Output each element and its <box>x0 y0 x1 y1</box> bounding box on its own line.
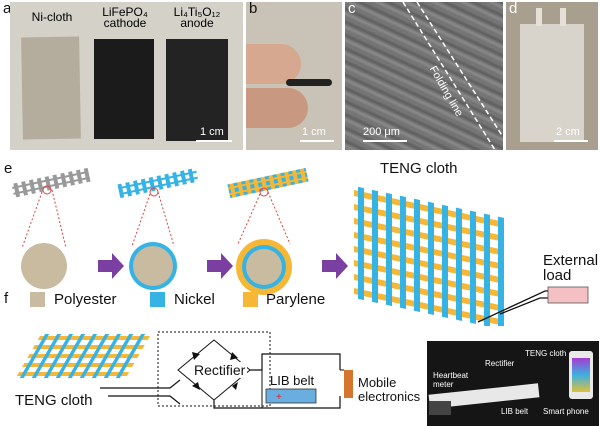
lib-belt-battery <box>265 388 317 404</box>
diode-symbol <box>232 382 238 390</box>
diode-symbol <box>192 382 200 390</box>
panel-f-photo: Heartbeat meter Rectifier TENG cloth LIB… <box>427 341 599 426</box>
panel-e-diagram <box>11 167 589 326</box>
panel-c-sem-image: c Folding line 200 μm <box>345 2 503 150</box>
zoom-marker <box>42 185 52 195</box>
pouch-cell <box>520 24 584 142</box>
pouch-tab-left <box>536 8 542 26</box>
rectifier-label: Rectifier <box>192 362 248 378</box>
panel-a-letter: a <box>3 0 12 17</box>
ni-cloth-sample <box>21 36 81 140</box>
nickel-legend-label: Nickel <box>174 291 215 308</box>
circuit-wire <box>108 395 181 405</box>
polyester-fiber-cross-section <box>21 243 67 289</box>
finger-top <box>246 44 301 84</box>
rectifier-photo-label: Rectifier <box>485 359 515 368</box>
panel-a-scale-bar <box>196 140 232 142</box>
mobile-electronics-label: Mobile electronics <box>358 375 421 404</box>
zoom-line <box>51 189 67 249</box>
parylene-legend-label: Parylene <box>266 291 326 308</box>
panel-b-letter: b <box>249 2 258 17</box>
process-arrow <box>322 253 348 279</box>
process-arrow <box>98 253 124 279</box>
zoom-line <box>267 191 291 245</box>
finger-bottom <box>246 88 308 128</box>
panel-b-scale-label: 1 cm <box>302 126 326 138</box>
anode-label: Li₄Ti₅O₁₂ anode <box>173 5 221 30</box>
parylene-swatch <box>243 292 258 307</box>
zoom-marker <box>259 187 269 197</box>
output-wire-bottom <box>213 396 341 409</box>
panel-d-letter: d <box>509 2 518 17</box>
circuit-wire <box>100 379 181 389</box>
teng-cloth-small <box>16 334 150 378</box>
lib-belt-label: LIB belt <box>270 373 315 388</box>
polyester-swatch <box>30 292 45 307</box>
lib-belt-photo-label: LIB belt <box>501 407 529 416</box>
nickel-coated-mesh <box>117 167 199 199</box>
panel-e-letter: e <box>4 160 13 177</box>
process-arrow <box>207 253 233 279</box>
panel-d-scale-bar <box>554 140 588 142</box>
polyester-legend-label: Polyester <box>54 291 117 308</box>
panel-f-circuit: + <box>16 331 353 409</box>
panel-d-photo: d 2 cm <box>506 2 598 150</box>
heartbeat-meter-label: Heartbeat meter <box>433 371 469 389</box>
panel-d-scale-label: 2 cm <box>556 126 580 138</box>
smart-phone <box>569 351 593 399</box>
zoom-line <box>237 193 261 245</box>
teng-cloth-title: TENG cloth <box>380 160 458 177</box>
teng-cloth-weave <box>354 186 504 326</box>
folding-line-overlay <box>402 2 503 150</box>
external-load-label: External load <box>543 252 599 284</box>
smart-phone-photo-label: Smart phone <box>543 407 589 416</box>
diode-symbol <box>192 352 200 360</box>
parylene-fiber-core <box>246 249 282 285</box>
polyester-mesh <box>11 167 91 198</box>
nickel-swatch <box>150 292 165 307</box>
heartbeat-meter-device <box>429 401 451 415</box>
panel-f-letter: f <box>4 290 9 307</box>
cathode-sample <box>94 39 154 139</box>
pouch-tab-right <box>560 8 566 26</box>
zoom-line <box>157 191 175 247</box>
zoom-line <box>21 191 43 249</box>
output-wire-top <box>250 353 341 371</box>
nickel-fiber-core <box>133 246 173 286</box>
panel-c-scale-bar <box>363 140 407 142</box>
panel-a-scale-label: 1 cm <box>200 126 224 138</box>
teng-cloth-photo-label: TENG cloth <box>525 349 567 358</box>
battery-polarity: + <box>276 392 282 403</box>
panel-c-scale-label: 200 μm <box>363 126 400 138</box>
cathode-label: LiFePO₄ cathode <box>102 5 148 30</box>
zoom-marker <box>149 187 159 197</box>
panel-c-letter: c <box>348 2 356 17</box>
teng-cloth-small-label: TENG cloth <box>15 392 93 409</box>
weave-blue-strips <box>358 186 504 326</box>
panel-b-scale-bar <box>300 140 334 142</box>
external-load <box>547 286 589 304</box>
panel-a-photo: Ni-cloth LiFePO₄ cathode Li₄Ti₅O₁₂ anode… <box>10 2 243 150</box>
folded-electrode <box>286 79 332 86</box>
anode-sample <box>166 39 228 141</box>
ni-cloth-label: Ni-cloth <box>31 10 73 24</box>
panel-b-photo: b 1 cm <box>246 2 342 150</box>
parylene-coated-mesh <box>227 167 309 199</box>
mobile-electronics-block <box>344 370 353 398</box>
diode-symbol <box>230 352 238 360</box>
zoom-line <box>131 193 151 247</box>
